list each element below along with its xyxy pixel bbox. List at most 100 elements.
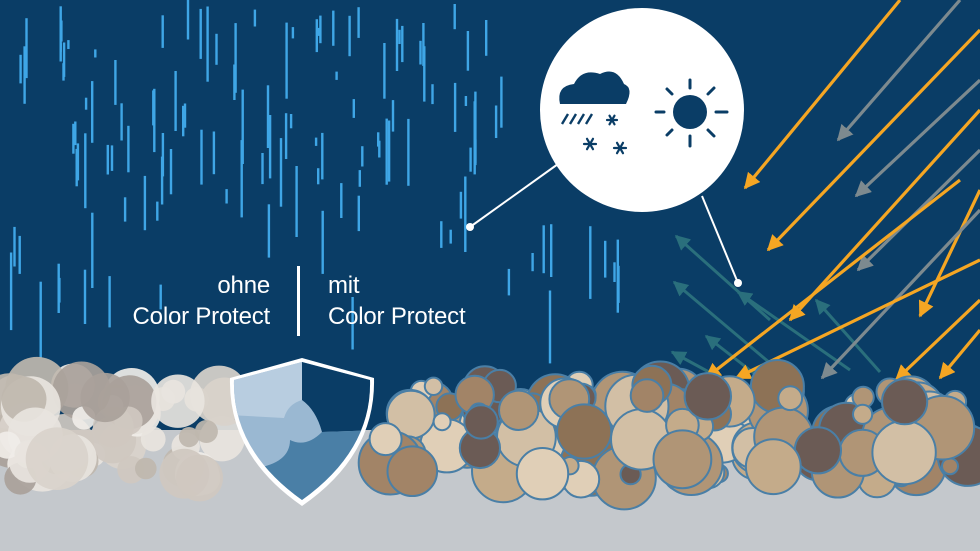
uv-ray [704,178,961,380]
rain-streak [321,210,324,274]
pebble [386,445,439,498]
rain-streak [120,103,123,141]
rain-streak [500,76,503,128]
rain-streak [199,8,202,59]
uv-ray [894,298,980,382]
rain-streak [383,43,386,99]
rain-streak [285,22,288,99]
rain-streak [431,84,434,105]
rain-streak [127,125,130,173]
label-right-line2: Color Protect [328,303,466,330]
pebble [80,372,130,423]
rain-streak [225,189,228,204]
pebble-layer [0,356,980,511]
rain-streak [59,43,62,62]
reflected-arrow [674,234,771,322]
grey-ray [854,78,980,198]
pebble [176,454,224,502]
callout-dot-right [734,279,742,287]
pebble [25,427,89,491]
rain-streak [108,276,111,328]
rain-streak [466,31,470,71]
rain-streak [160,156,164,205]
rain-streak [419,40,422,65]
reflected-arrow [736,290,851,372]
rain-streak [335,71,338,80]
pebble [881,378,929,426]
rain-streak [212,131,216,175]
uv-rays [704,0,980,382]
rain-streak [314,137,318,146]
pebble [135,457,157,480]
uv-ray [766,28,980,252]
pebble [178,427,200,448]
label-without-color-protect: ohne Color Protect [133,270,271,332]
rain-streak [295,166,298,237]
rain-streak [398,29,401,44]
rain-streak [58,277,61,303]
rain-streak [351,297,354,350]
reflected-arrow [814,298,882,373]
rain-streak [548,290,552,364]
pebble [683,372,732,421]
pebble [368,422,403,457]
rain-streak [358,170,361,187]
pebble [515,447,570,501]
pebble [463,404,499,440]
rain-streak [261,153,264,185]
pebble [151,374,205,428]
pebble [941,457,959,476]
rain-streak [39,281,42,358]
grey-ray [820,208,980,380]
rain-streak [352,99,355,118]
rain-streak [289,114,293,129]
rain-streak [67,40,70,49]
rain-streak [377,132,380,147]
rain-streak [206,6,209,82]
rain-streak [268,115,272,179]
label-left-line1: ohne [217,272,270,299]
rain-streak [401,25,404,63]
rain-streak [317,27,320,36]
pebble [194,420,218,443]
rain-streak [23,46,26,104]
pebble [777,385,804,412]
rain-streak [84,97,88,110]
rain-streak [106,144,109,175]
rain-streak [422,23,425,66]
rain-streak [279,138,283,207]
rain-streak [507,268,511,296]
label-right-line1: mit [328,272,360,299]
rain-streak [74,121,77,146]
rain-streak [449,229,452,244]
rain-streak [19,54,22,84]
weather-bubble [540,8,744,212]
rain-streak [200,129,203,185]
rain-streak [315,19,318,53]
rain-streak [387,120,391,182]
grey-ray [836,0,962,142]
rain-streak [253,9,257,27]
rain-streak [494,105,498,138]
uv-ray [938,328,980,380]
rain-streak [550,224,553,277]
pebble [629,378,665,413]
rain-streak [186,0,190,40]
rain-streak [340,183,343,218]
rain-streak [357,195,360,232]
rain-streak [348,15,351,57]
pebble [140,426,166,452]
rain-streak [91,212,94,288]
rain-streak [62,42,66,77]
rain-streak [319,15,322,44]
rain-streak [407,118,410,186]
rain-streak [453,4,456,30]
pebble [556,403,613,460]
pebble [744,438,802,496]
pebble [423,376,444,396]
uv-ray [734,258,980,380]
rain-streak [182,105,185,137]
rain-streak [161,133,165,177]
rain-streak [18,235,21,274]
rain-streak [174,71,177,131]
